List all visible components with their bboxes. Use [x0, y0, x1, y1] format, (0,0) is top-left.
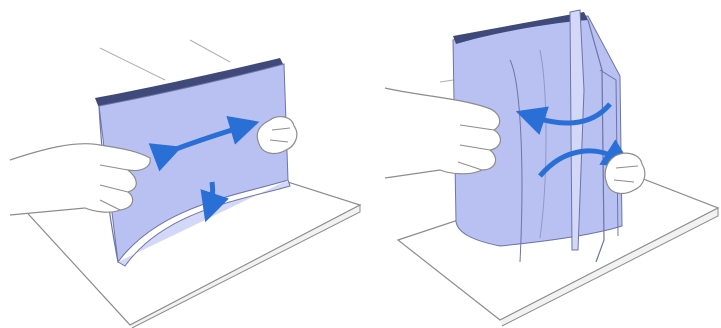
- left-panel: [10, 40, 360, 328]
- right-hand-icon: [605, 153, 645, 193]
- right-panel: [385, 10, 718, 326]
- left-hand-icon: [10, 144, 150, 215]
- down-arrow-icon: [210, 182, 213, 208]
